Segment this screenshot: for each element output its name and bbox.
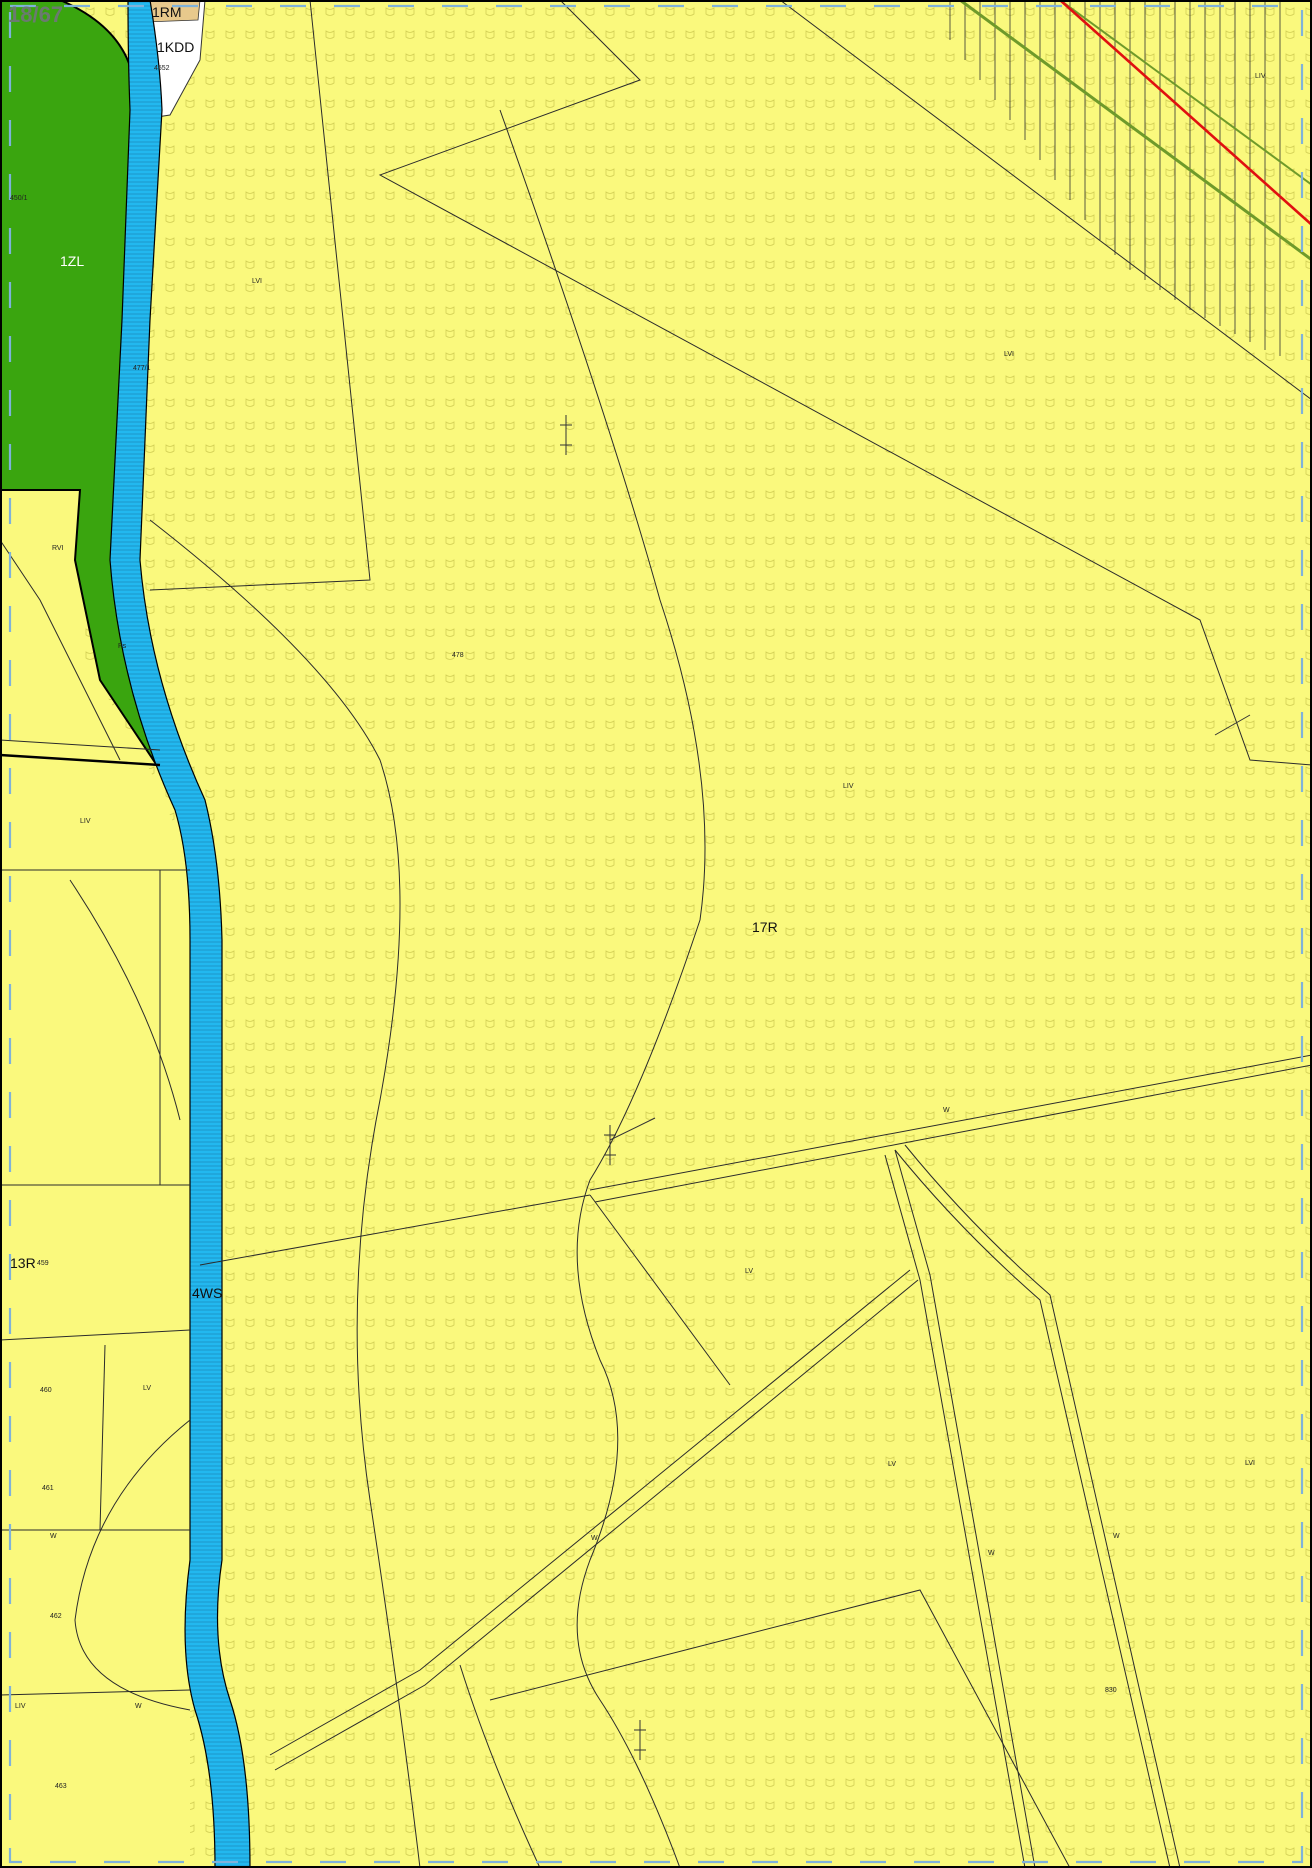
roads-double-line [0, 753, 1312, 1868]
parcel-label: 461 [42, 1485, 54, 1492]
soil-class-label: LVI [252, 278, 262, 285]
soil-class-label: Ps [118, 643, 127, 650]
pipeline-green-2 [1059, 0, 1312, 186]
parcel-label: 460 [40, 1387, 52, 1394]
soil-class-label: W [591, 1535, 598, 1542]
parcel-label: 830 [1105, 1687, 1117, 1694]
soil-class-label: LV [745, 1268, 753, 1275]
parcel-label: 450/1 [10, 195, 28, 202]
soil-class-label: W [50, 1533, 57, 1540]
soil-class-label: W [988, 1550, 995, 1557]
parcel-area-west [0, 490, 190, 1868]
parcel-label: 478 [452, 652, 464, 659]
soil-class-label: W [943, 1107, 950, 1114]
soil-class-label: LV [888, 1461, 896, 1468]
parcel-label: 462 [50, 1613, 62, 1620]
soil-class-label: LIV [15, 1703, 26, 1710]
utility-corridor [949, 0, 1281, 356]
soil-class-label: W [1113, 1533, 1120, 1540]
parcel-label: 463 [55, 1783, 67, 1790]
soil-class-label: LV [143, 1385, 151, 1392]
sheet-number: 18/67 [8, 2, 63, 27]
zone-label-13r: 13R [10, 1255, 36, 1271]
parcel-label: RVI [52, 545, 64, 552]
zone-label-1kdd: 1KDD [157, 39, 194, 55]
arrow-symbols [560, 415, 1251, 1760]
soil-class-label: LIV [843, 783, 854, 790]
parcel-label: 459 [37, 1260, 49, 1267]
water-course [109, 0, 251, 1868]
zone-label-4ws: 4WS [192, 1285, 222, 1301]
parcel-label: 477/1 [133, 365, 151, 372]
soil-class-label: LVI [1245, 1460, 1255, 1467]
soil-class-label: LIV [80, 818, 91, 825]
zone-label-1zl: 1ZL [60, 253, 84, 269]
power-line [1059, 0, 1312, 226]
soil-class-label: W [135, 1703, 142, 1710]
soil-class-label: LVI [1004, 351, 1014, 358]
parcel-label: 4552 [154, 65, 170, 72]
zone-label-17r: 17R [752, 919, 778, 935]
soil-class-label: LIV [1255, 73, 1266, 80]
sheet-frame [8, 4, 1304, 1864]
zone-label-1rm: 1RM [152, 4, 182, 20]
pipeline-green [959, 0, 1312, 262]
